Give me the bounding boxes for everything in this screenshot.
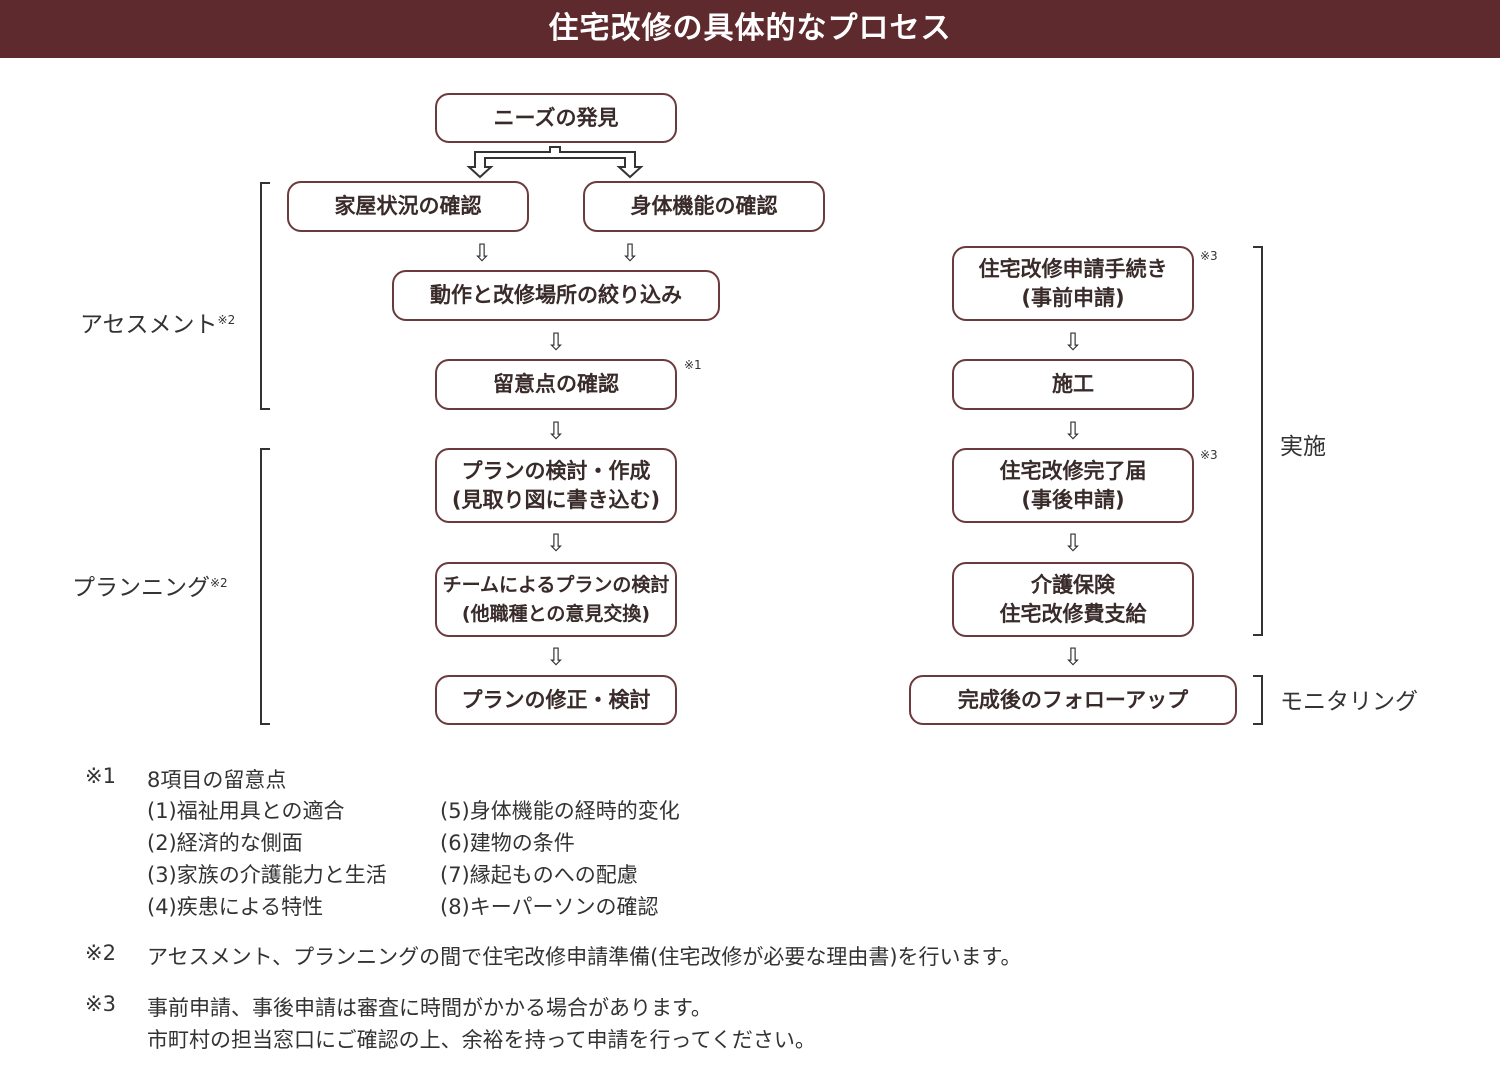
phase-assessment: アセスメント※2 [80, 305, 235, 339]
phase-monitoring: モニタリング [1280, 689, 1418, 715]
step-payment: 介護保険住宅改修費支給 [952, 562, 1194, 637]
implementation-bracket [1253, 246, 1263, 636]
note-marker: ※2 [210, 576, 228, 590]
note-marker: ※3 [1200, 448, 1218, 462]
footnote-2-text: アセスメント、プランニングの間で住宅改修申請準備(住宅改修が必要な理由書)を行い… [147, 945, 1022, 969]
step-house-check: 家屋状況の確認 [287, 181, 529, 232]
step-label: 家屋状況の確認 [334, 194, 482, 218]
step-label: プランの検討・作成 [461, 458, 651, 483]
footnote-3-text: 事前申請、事後申請は審査に時間がかかる場合があります。 [147, 996, 712, 1020]
footnote-1-title: 8項目の留意点 [147, 768, 287, 792]
step-label: 介護保険 [1031, 572, 1115, 597]
arrow-down-icon: ⇩ [1062, 328, 1084, 356]
step-label: 留意点の確認 [493, 372, 619, 396]
phase-label: アセスメント [80, 312, 218, 338]
arrow-down-icon: ⇩ [545, 328, 567, 356]
footnote-1-item: (1)福祉用具との適合 [147, 799, 345, 823]
step-revise: プランの修正・検討 [435, 675, 677, 725]
note-marker: ※3 [1200, 249, 1218, 263]
step-label: ニーズの発見 [493, 105, 619, 130]
footnote-1-mark: ※1 [85, 764, 116, 788]
step-label: 動作と改修場所の絞り込み [430, 283, 682, 307]
arrow-down-icon: ⇩ [545, 417, 567, 445]
arrow-down-icon: ⇩ [1062, 643, 1084, 671]
note-marker: ※2 [217, 313, 236, 327]
footnote-1-item: (6)建物の条件 [440, 831, 575, 855]
step-label: 完成後のフォローアップ [957, 687, 1189, 712]
footnote-1-item: (8)キーパーソンの確認 [440, 895, 659, 919]
phase-planning: プランニング※2 [72, 568, 228, 602]
step-plan: プランの検討・作成 (見取り図に書き込む) [435, 448, 677, 523]
step-team: チームによるプランの検討 (他職種との意見交換) [435, 562, 677, 637]
arrow-down-icon: ⇩ [471, 239, 493, 267]
step-completion-report: 住宅改修完了届 (事後申請) [952, 448, 1194, 523]
step-sublabel: (事後申請) [1021, 487, 1125, 512]
step-sublabel: (他職種との意見交換) [461, 602, 651, 625]
monitoring-bracket [1253, 675, 1263, 725]
footnote-1-item: (5)身体機能の経時的変化 [440, 799, 680, 823]
page-title: 住宅改修の具体的なプロセス [0, 0, 1500, 58]
step-label: プランの修正・検討 [461, 687, 651, 712]
arrow-down-icon: ⇩ [545, 529, 567, 557]
note-marker: ※1 [684, 358, 702, 372]
phase-label: プランニング [72, 575, 210, 601]
split-arrow-icon [466, 146, 644, 179]
step-follow-up: 完成後のフォローアップ [909, 675, 1237, 725]
step-label: チームによるプランの検討 [442, 573, 670, 596]
footnote-1-item: (3)家族の介護能力と生活 [147, 863, 387, 887]
phase-implementation: 実施 [1280, 434, 1326, 460]
arrow-down-icon: ⇩ [619, 239, 641, 267]
step-label: 住宅改修完了届 [999, 458, 1147, 483]
planning-bracket [260, 448, 270, 725]
step-body-check: 身体機能の確認 [583, 181, 825, 232]
footnote-2-mark: ※2 [85, 941, 116, 965]
footnote-1-item: (2)経済的な側面 [147, 831, 303, 855]
footnote-3-text: 市町村の担当窓口にご確認の上、余裕を持って申請を行ってください。 [147, 1028, 816, 1052]
assessment-bracket [260, 182, 270, 410]
step-narrow-down: 動作と改修場所の絞り込み [392, 270, 720, 321]
step-sublabel: (事前申請) [1021, 285, 1125, 310]
arrow-down-icon: ⇩ [545, 643, 567, 671]
step-construction: 施工 [952, 359, 1194, 410]
step-label: 施工 [1052, 372, 1094, 396]
step-label: 住宅改修申請手続き [978, 256, 1168, 281]
step-needs: ニーズの発見 [435, 93, 677, 143]
footnote-3-mark: ※3 [85, 992, 116, 1016]
step-sublabel: 住宅改修費支給 [999, 601, 1147, 626]
footnote-1-item: (7)縁起ものへの配慮 [440, 863, 638, 887]
arrow-down-icon: ⇩ [1062, 417, 1084, 445]
footnote-1-item: (4)疾患による特性 [147, 895, 324, 919]
step-pre-application: 住宅改修申請手続き (事前申請) [952, 246, 1194, 321]
step-label: 身体機能の確認 [630, 194, 778, 218]
step-points: 留意点の確認 [435, 359, 677, 410]
step-sublabel: (見取り図に書き込む) [451, 487, 661, 512]
arrow-down-icon: ⇩ [1062, 529, 1084, 557]
